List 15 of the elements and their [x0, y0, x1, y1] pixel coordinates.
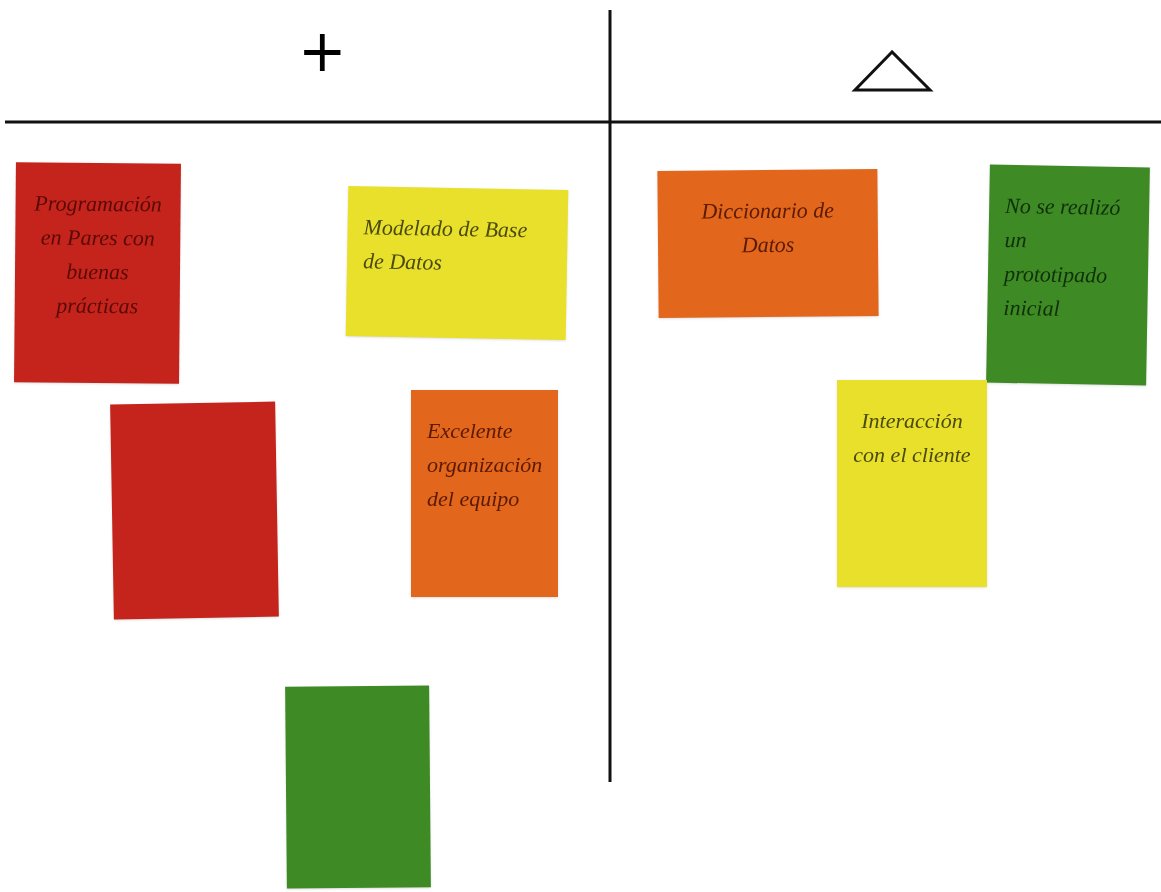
sticky-note — [14, 162, 181, 384]
column-header: + — [298, 22, 347, 80]
sticky-note — [411, 390, 558, 597]
sticky-note — [345, 186, 569, 340]
sticky-note — [285, 685, 431, 889]
sticky-note — [837, 380, 987, 587]
sticky-note — [657, 169, 879, 318]
note-text: Interacción con el cliente — [853, 407, 971, 469]
sticky-note — [986, 164, 1150, 386]
sticky-note — [110, 401, 279, 620]
note-text: No se realizó un prototipado inicial — [1003, 191, 1122, 323]
note-text: Excelente organización del equipo — [427, 417, 542, 513]
note-text: Modelado de Base de Datos — [362, 213, 529, 277]
note-text: Diccionario de Datos — [700, 196, 836, 260]
note-text: Programación en Pares con buenas prácticas — [33, 189, 163, 321]
